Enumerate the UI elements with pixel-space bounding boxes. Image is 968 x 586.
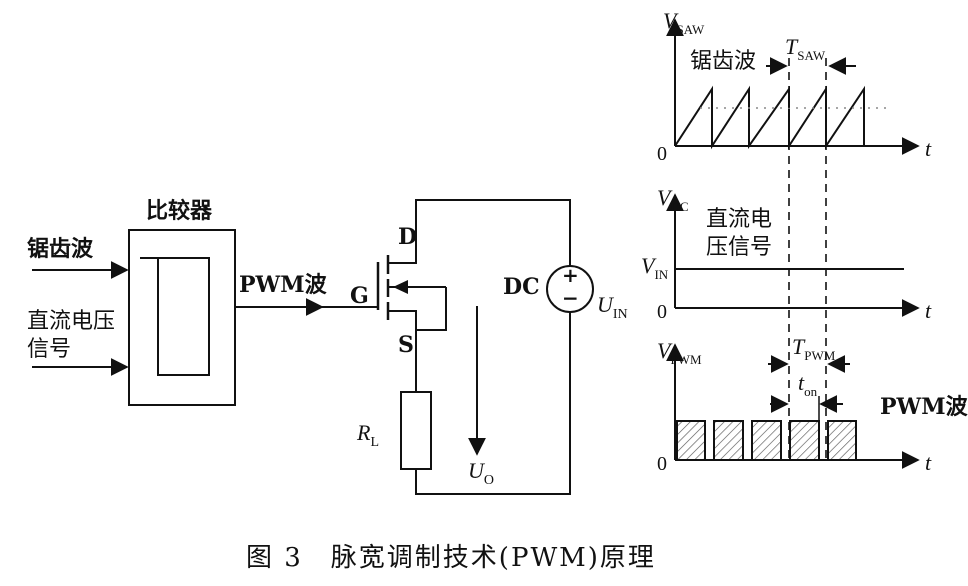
ton-label: ton xyxy=(798,370,818,399)
comparator-block: 比较器 xyxy=(128,198,236,406)
pwm-pulses xyxy=(676,420,857,461)
saw-t-label: t xyxy=(925,136,932,161)
saw-wave xyxy=(674,85,865,150)
mosfet: G D S xyxy=(322,199,571,392)
pwm-t-label: t xyxy=(925,450,932,475)
pwm-pulse xyxy=(827,420,857,461)
vin-label: VIN xyxy=(641,253,669,282)
pwm-pulse xyxy=(751,420,782,461)
saw-input-label: 锯齿波 xyxy=(27,236,94,262)
drain-label: D xyxy=(398,224,417,250)
source-wire xyxy=(388,310,417,392)
dc-zero: 0 xyxy=(657,301,667,323)
dc-source-circle xyxy=(546,265,594,313)
pwm-pulse xyxy=(789,420,820,461)
dc-waveform-plot: VDC 直流电 压信号 VIN 0 t xyxy=(641,185,932,323)
pwm-zero: 0 xyxy=(657,453,667,475)
dc-source-label: DC xyxy=(503,274,540,300)
pwm-name: PWM波 xyxy=(880,394,968,420)
comparator-box xyxy=(128,229,236,406)
dc-v-label: VDC xyxy=(657,185,689,214)
pwm-pulse xyxy=(676,420,706,461)
dc-t-label: t xyxy=(925,298,932,323)
tpwm-label: TPWM xyxy=(792,334,836,363)
load-resistor: RL xyxy=(356,312,571,495)
tsaw-label: TSAW xyxy=(785,34,826,63)
body-return xyxy=(416,287,447,331)
saw-v-label: VSAW xyxy=(663,8,705,37)
comparator-title: 比较器 xyxy=(146,198,213,224)
dc-source-minus: − xyxy=(562,286,579,310)
dc-input-label-line1: 直流电压 xyxy=(27,309,115,334)
gate-label: G xyxy=(350,283,369,309)
return-wire xyxy=(415,312,571,495)
uo-label: UO xyxy=(468,458,494,488)
resistor-body xyxy=(400,391,432,470)
dc-input-label-line2: 信号 xyxy=(27,337,71,362)
comparator-symbol xyxy=(140,257,210,376)
source-terminal-label: S xyxy=(398,332,414,358)
pwm-output-label: PWM波 xyxy=(239,272,328,298)
uin-label: UIN xyxy=(597,292,628,322)
body-arrow xyxy=(393,280,408,294)
pwm-pulse xyxy=(713,420,744,461)
pwm-waveform-plot: VPWM 0 t TPWM ton PWM波 xyxy=(657,334,968,475)
saw-zero: 0 xyxy=(657,143,667,165)
dc-source: + − DC UIN xyxy=(503,263,628,322)
dc-name-line2: 压信号 xyxy=(706,235,772,260)
saw-name: 锯齿波 xyxy=(690,49,756,74)
pwm-v-label: VPWM xyxy=(657,338,702,367)
drain-wire xyxy=(388,199,571,266)
figure-caption: 图 3 脉宽调制技术(PWM)原理 xyxy=(246,543,656,573)
saw-waveform-plot: VSAW 0 t 锯齿波 TSAW xyxy=(657,8,932,165)
dc-source-plus: + xyxy=(562,263,579,287)
dc-name-line1: 直流电 xyxy=(706,207,772,232)
resistor-label: RL xyxy=(356,420,379,450)
